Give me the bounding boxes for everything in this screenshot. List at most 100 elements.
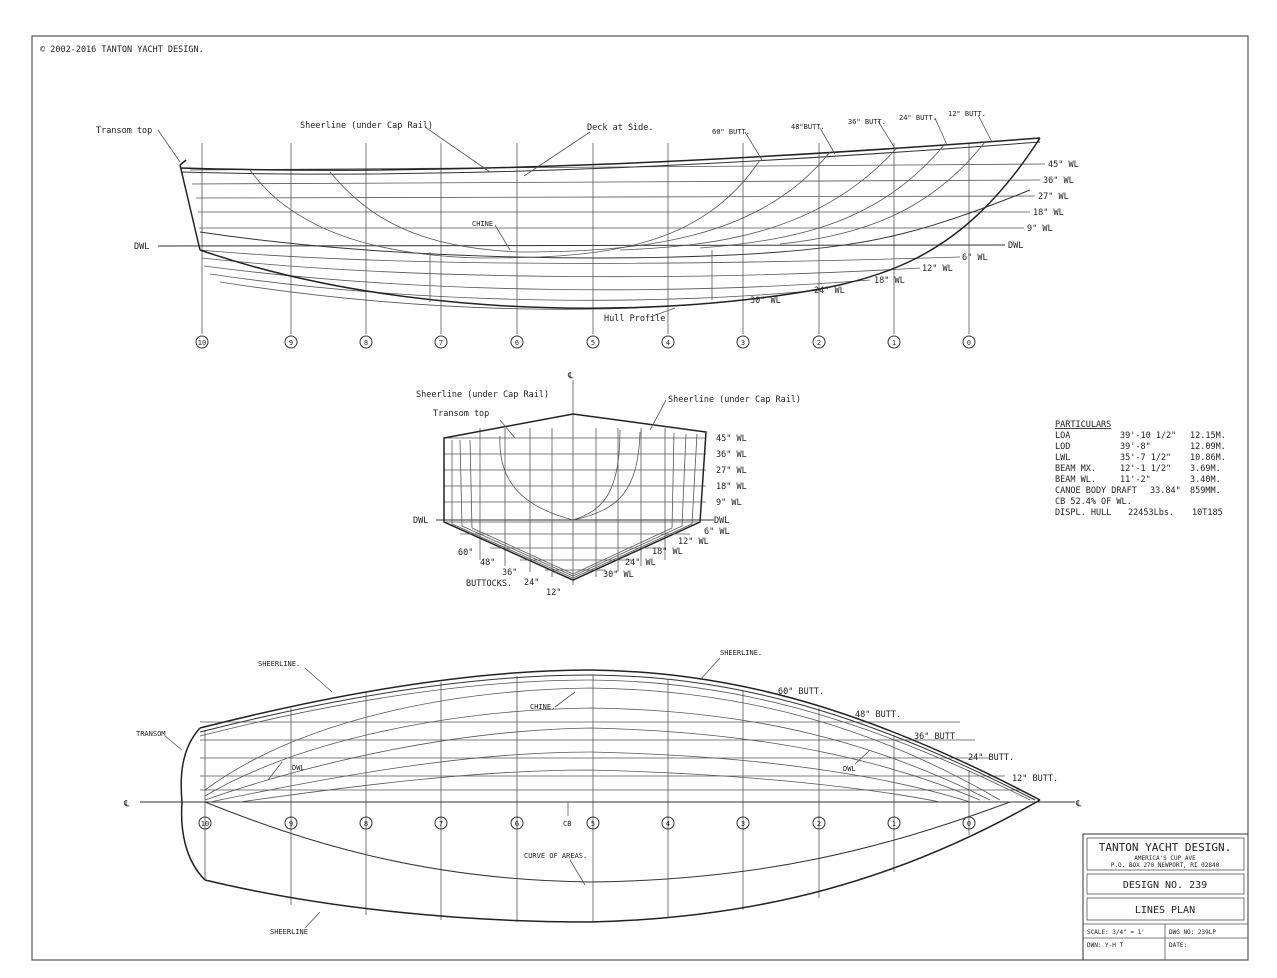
body-plan-view: ℄ [413,371,801,598]
profile-transom-top-label: Transom top [96,126,152,136]
body-plan-dwl-right-label: DWL [714,516,729,526]
profile-hull-bottom [199,137,1041,309]
plan-transom [180,727,206,881]
plan-curve-of-areas [204,801,1011,883]
body-plan-leader [499,419,516,439]
station-marker: 8 [359,816,373,830]
plan-butt-lines [200,721,1020,791]
particulars-row: LWL 35'-7 1/2" 10.86M. [1055,453,1226,463]
profile-station-lines [201,143,970,334]
body-plan-wl-label: 27" WL [716,466,747,476]
svg-text:3: 3 [741,820,745,828]
title-block-company: TANTON YACHT DESIGN. [1099,841,1231,854]
plan-waterlines [204,687,1001,803]
station-marker: 8 [359,335,373,349]
title-block-drawing-title: LINES PLAN [1135,905,1195,916]
svg-text:CB 52.4% OF WL.: CB 52.4% OF WL. [1055,497,1132,507]
svg-text:LOA: LOA [1055,431,1070,441]
title-block-scale: SCALE: 3/4" = 1' [1087,929,1145,936]
plan-leader [699,657,721,681]
plan-cb-label: CB [563,820,571,828]
profile-wl-label: 12" WL [922,264,953,274]
body-plan-buttock-label: 24" [524,578,539,588]
particulars-row: LOD 39'-8" 12.09M. [1055,442,1226,452]
svg-text:1: 1 [892,339,896,347]
svg-text:35'-7 1/2": 35'-7 1/2" [1120,453,1171,463]
plan-curve-of-areas-label: CURVE OF AREAS. [524,852,587,860]
svg-text:BEAM MX.: BEAM MX. [1055,464,1096,474]
body-plan-wl-label: 6" WL [704,527,730,537]
body-plan-leader [649,399,667,431]
svg-text:10: 10 [201,820,209,828]
plan-station-markers: 10 9 8 7 6 5 4 3 2 1 0 [198,816,976,830]
svg-text:BEAM WL.: BEAM WL. [1055,475,1096,485]
svg-text:12.09M.: 12.09M. [1190,442,1226,452]
station-marker: 9 [284,335,298,349]
body-plan-centerline-label: ℄ [567,371,574,381]
body-plan-wl-label: 12" WL [678,537,709,547]
profile-sheerline-label: Sheerline (under Cap Rail) [300,121,433,131]
svg-text:39'-8": 39'-8" [1120,442,1151,452]
plan-leader [569,859,586,886]
svg-text:6: 6 [515,339,519,347]
station-marker: 4 [661,335,675,349]
svg-text:39'-10 1/2": 39'-10 1/2" [1120,431,1176,441]
title-block-date: DATE: [1169,942,1187,949]
profile-wl-label: 9" WL [1027,224,1053,234]
plan-view: SHEERLINE. SHEERLINE. CHINE. TRANSOM DWL… [123,649,1082,936]
profile-chine [199,189,1031,259]
body-plan-buttocks-title: BUTTOCKS. [466,579,512,589]
station-marker: 7 [434,816,448,830]
station-marker: 1 [887,335,901,349]
particulars-title: PARTICULARS [1055,420,1111,430]
svg-text:3: 3 [741,339,745,347]
svg-text:0: 0 [967,820,971,828]
plan-leader [554,691,576,708]
svg-text:33.84": 33.84" [1150,486,1181,496]
svg-text:3.40M.: 3.40M. [1190,475,1221,485]
profile-waterlines-upper [189,163,1046,229]
profile-chine-label: CHINE [472,220,493,228]
svg-text:12.15M.: 12.15M. [1190,431,1226,441]
body-plan-dwl-left-label: DWL [413,516,428,526]
body-plan-sections [444,429,700,579]
station-marker: 6 [510,816,524,830]
profile-sheerline [179,137,1041,171]
plan-butt-label: 48" BUTT. [855,710,901,720]
body-plan-wl-label: 45" WL [716,434,747,444]
station-marker: 6 [510,335,524,349]
station-marker: 4 [661,816,675,830]
station-marker: 0 [962,816,976,830]
station-marker: 7 [434,335,448,349]
plan-sheerline-bottom-label: SHEERLINE [270,928,308,936]
station-marker: 3 [736,335,750,349]
svg-text:3.69M.: 3.69M. [1190,464,1221,474]
plan-leader [304,667,333,693]
plan-sheerline-upper-3 [199,679,1031,801]
svg-text:9: 9 [289,820,293,828]
profile-dwl-right-label: DWL [1008,241,1023,251]
svg-text:859MM.: 859MM. [1190,486,1221,496]
body-plan-sheerline-left-label: Sheerline (under Cap Rail) [416,390,549,400]
svg-text:7: 7 [439,339,443,347]
particulars-row: LOA 39'-10 1/2" 12.15M. [1055,431,1226,441]
svg-text:LWL: LWL [1055,453,1070,463]
station-marker: 3 [736,816,750,830]
profile-dwl-line [157,244,1006,247]
title-block-dwn: DWN: Y-H T [1087,942,1124,949]
profile-buttock-lines [249,141,986,302]
svg-text:10.86M.: 10.86M. [1190,453,1226,463]
plan-sheerline-upper [199,669,1041,801]
plan-leader [304,911,321,929]
profile-wl-label: 6" WL [962,253,988,263]
station-marker: 9 [284,816,298,830]
station-marker: 5 [586,816,600,830]
profile-butt-label: 60" BUTT. [712,128,750,136]
plan-sheerline-lower [204,799,1041,923]
svg-text:8: 8 [364,339,368,347]
profile-waterlines-lower [199,249,961,310]
particulars-row: BEAM WL. 11'-2" 3.40M. [1055,475,1221,485]
profile-station-markers: 10 9 8 7 6 5 4 3 2 1 0 [195,335,976,349]
plan-dwl-right-label: DWL [843,765,856,773]
